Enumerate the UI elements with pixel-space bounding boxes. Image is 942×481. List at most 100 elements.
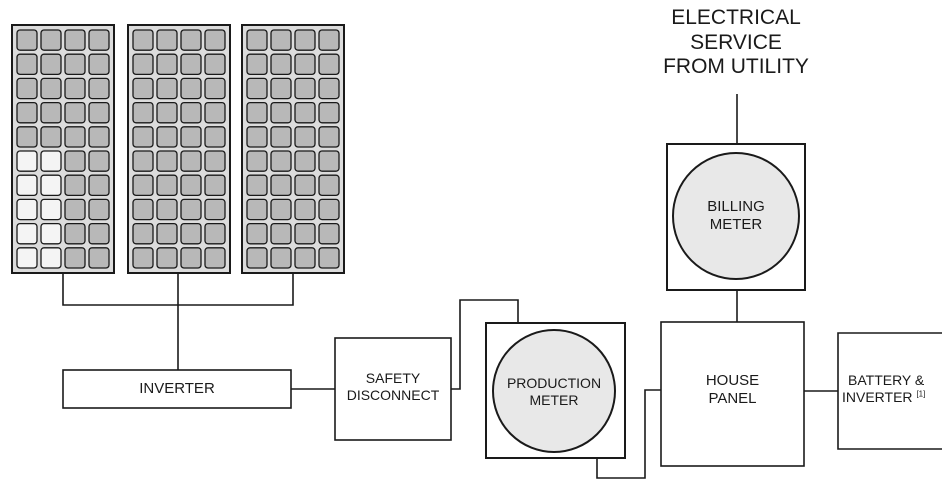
- solar-cell: [180, 247, 202, 269]
- solar-cell: [40, 77, 62, 100]
- solar-cell: [204, 126, 226, 148]
- solar-cell: [88, 126, 110, 148]
- solar-cell: [204, 150, 226, 172]
- solar-cell: [294, 247, 316, 269]
- solar-cell: [132, 126, 154, 148]
- solar-cell: [246, 53, 268, 76]
- solar-cell: [204, 77, 226, 100]
- solar-cell: [156, 150, 178, 172]
- inverter-text: INVERTER: [139, 380, 215, 397]
- billing-meter-dial: [672, 152, 800, 280]
- solar-cell: [204, 222, 226, 245]
- solar-cell: [294, 126, 316, 148]
- house-panel-line-2: PANEL: [708, 389, 757, 407]
- solar-cell: [246, 77, 268, 100]
- solar-cell: [64, 29, 86, 51]
- solar-cell: [270, 53, 292, 76]
- solar-cell: [156, 29, 178, 51]
- solar-cell: [294, 150, 316, 172]
- service-line-1: ELECTRICAL: [671, 6, 801, 29]
- solar-cell: [64, 174, 86, 197]
- solar-cell: [16, 150, 38, 172]
- solar-cell: [64, 126, 86, 148]
- solar-cell: [318, 150, 340, 172]
- solar-cell: [16, 174, 38, 197]
- solar-cell: [294, 77, 316, 100]
- solar-cell: [64, 77, 86, 100]
- battery-inverter-label: BATTERY & INVERTER [1]: [842, 372, 942, 405]
- solar-cell: [246, 198, 268, 221]
- battery-inverter-line-2: INVERTER [1]: [842, 389, 942, 406]
- production-meter-line-1: PRODUCTION: [506, 375, 602, 391]
- solar-cell: [64, 198, 86, 221]
- billing-meter-line-2: METER: [709, 215, 763, 233]
- solar-cell: [40, 126, 62, 148]
- solar-cell: [270, 174, 292, 197]
- solar-cell: [88, 53, 110, 76]
- solar-cell: [64, 247, 86, 269]
- solar-cell: [246, 126, 268, 148]
- service-line-2: SERVICE: [690, 30, 782, 54]
- solar-cell: [156, 126, 178, 148]
- solar-cell: [16, 126, 38, 148]
- solar-cell: [16, 77, 38, 100]
- solar-cell: [204, 101, 226, 124]
- solar-cell: [318, 101, 340, 124]
- production-meter-line-2: METER: [529, 391, 579, 408]
- solar-cell: [40, 101, 62, 124]
- solar-cell: [318, 222, 340, 245]
- solar-cell: [156, 101, 178, 124]
- billing-meter-line-1: BILLING: [707, 198, 765, 215]
- solar-cell: [132, 222, 154, 245]
- solar-cell: [16, 29, 38, 51]
- solar-cell: [88, 101, 110, 124]
- solar-cell: [180, 53, 202, 76]
- battery-inverter-line-1: BATTERY &: [848, 372, 925, 388]
- solar-cell: [180, 29, 202, 51]
- house-panel-box: [660, 321, 805, 467]
- solar-cell: [16, 222, 38, 245]
- solar-cell: [204, 29, 226, 51]
- solar-cell: [40, 53, 62, 76]
- solar-cell: [132, 150, 154, 172]
- solar-cell: [180, 126, 202, 148]
- solar-cell: [318, 126, 340, 148]
- solar-cell: [40, 150, 62, 172]
- solar-cell: [246, 174, 268, 197]
- safety-disconnect-line-1: SAFETY: [365, 370, 421, 386]
- solar-cell: [180, 174, 202, 197]
- solar-cell: [180, 198, 202, 221]
- solar-cell: [88, 198, 110, 221]
- solar-cell: [204, 198, 226, 221]
- solar-cell: [294, 222, 316, 245]
- solar-cell: [270, 247, 292, 269]
- solar-cell: [318, 77, 340, 100]
- solar-cell: [64, 53, 86, 76]
- house-panel-line-1: HOUSE: [705, 372, 760, 389]
- solar-cell: [64, 150, 86, 172]
- solar-cell: [246, 247, 268, 269]
- solar-cell: [270, 126, 292, 148]
- solar-cell: [156, 174, 178, 197]
- solar-cell: [156, 222, 178, 245]
- wiring: [62, 94, 838, 479]
- solar-cell: [270, 101, 292, 124]
- battery-inverter-footnote: [1]: [916, 388, 926, 398]
- solar-cell: [132, 198, 154, 221]
- solar-cell: [246, 222, 268, 245]
- solar-cell: [270, 222, 292, 245]
- safety-disconnect-label: SAFETY DISCONNECT: [335, 370, 451, 403]
- solar-cell: [132, 53, 154, 76]
- solar-cell: [88, 174, 110, 197]
- solar-cell: [16, 53, 38, 76]
- solar-cell: [40, 29, 62, 51]
- production-meter-dial: [492, 329, 616, 453]
- electrical-service-label: ELECTRICAL SERVICE FROM UTILITY: [626, 6, 846, 80]
- house-panel-label: HOUSE PANEL: [681, 372, 784, 407]
- solar-cell: [270, 77, 292, 100]
- solar-cell: [318, 198, 340, 221]
- solar-cell: [88, 77, 110, 100]
- solar-cell: [318, 174, 340, 197]
- solar-cell: [246, 101, 268, 124]
- inverter-box: [62, 369, 292, 409]
